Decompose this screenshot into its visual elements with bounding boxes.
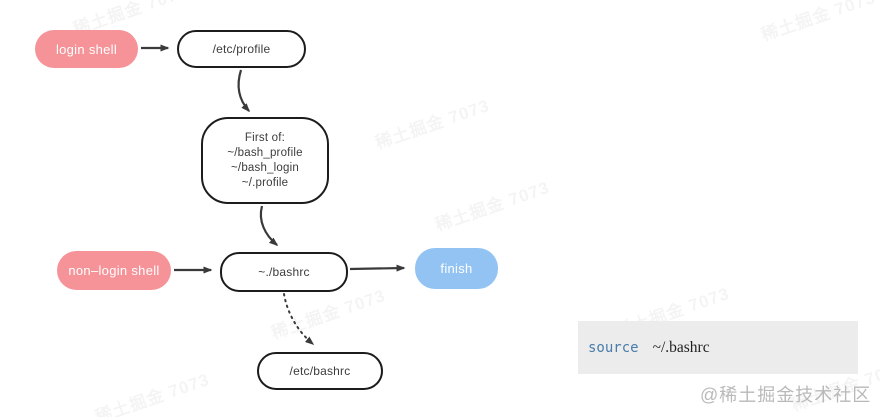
edge-bashrc-to-etcbashrc-dotted (283, 293, 315, 345)
node-login-shell: login shell (35, 30, 138, 68)
node-non-login-shell: non–login shell (57, 251, 171, 290)
first-of-line-2: ~/bash_profile (227, 146, 303, 159)
node-etc-profile-label: /etc/profile (212, 42, 271, 56)
edge-etcprofile-to-firstof (237, 69, 251, 113)
first-of-line-1: First of: (244, 131, 286, 144)
node-etc-profile: /etc/profile (177, 30, 306, 68)
node-bashrc: ~./bashrc (220, 252, 348, 292)
first-of-line-3: ~/bash_login (231, 161, 299, 174)
node-etc-bashrc-label: /etc/bashrc (289, 364, 351, 378)
code-keyword: source (588, 339, 639, 356)
code-argument: ~/.bashrc (652, 338, 710, 356)
node-first-of: First of: ~/bash_profile ~/bash_login ~/… (201, 117, 329, 204)
node-etc-bashrc: /etc/bashrc (257, 352, 383, 390)
node-non-login-shell-label: non–login shell (68, 263, 160, 278)
edge-firstof-to-bashrc (259, 205, 279, 246)
juejin-watermark: @稀土掘金技术社区 (700, 385, 872, 405)
node-finish-label: finish (440, 261, 473, 276)
node-bashrc-label: ~./bashrc (258, 265, 310, 279)
first-of-line-4: ~/.profile (241, 176, 289, 189)
code-block: source ~/.bashrc (578, 321, 858, 374)
node-finish: finish (415, 248, 498, 289)
edge-bashrc-to-finish (349, 264, 406, 272)
node-login-shell-label: login shell (55, 41, 118, 57)
